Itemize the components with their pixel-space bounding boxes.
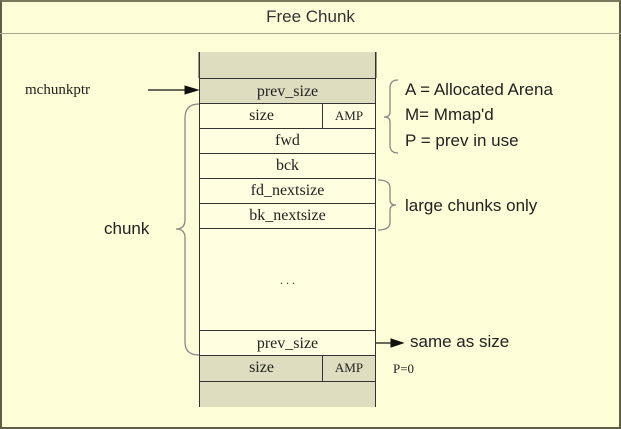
next-size-label: size: [249, 359, 274, 376]
user-data-area: . . .: [199, 229, 376, 331]
same-as-size-arrow: [376, 338, 405, 348]
fwd-field: fwd: [199, 129, 376, 154]
flags-brace: [383, 79, 399, 154]
large-chunks-label: large chunks only: [405, 196, 538, 215]
bck-field: bck: [199, 154, 376, 179]
flag-p-label: P = prev in use: [405, 131, 519, 150]
amp-flags: AMP: [322, 104, 375, 128]
mchunkptr-label: mchunkptr: [25, 82, 90, 98]
size-label: size: [249, 107, 274, 124]
same-as-size-label: same as size: [410, 332, 510, 351]
flag-a-label: A = Allocated Arena: [405, 80, 553, 99]
prev-size-field: prev_size: [199, 78, 376, 104]
mchunkptr-arrow: [148, 85, 200, 95]
next-amp-flags: AMP: [322, 356, 375, 381]
next-chunk-area: [199, 382, 376, 407]
chunk-brace: [175, 103, 200, 356]
fd-nextsize-field: fd_nextsize: [199, 179, 376, 204]
large-chunks-brace: [377, 179, 397, 231]
flag-m-label: M= Mmap'd: [405, 105, 494, 124]
diagram-title: Free Chunk: [0, 0, 621, 34]
chunk-label: chunk: [104, 219, 150, 238]
previous-chunk-area: [199, 52, 376, 78]
next-size-field: size AMP: [199, 356, 376, 382]
p-zero-label: P=0: [393, 361, 415, 376]
size-field: size AMP: [199, 104, 376, 129]
next-prev-size-field: prev_size: [199, 331, 376, 356]
bk-nextsize-field: bk_nextsize: [199, 204, 376, 229]
